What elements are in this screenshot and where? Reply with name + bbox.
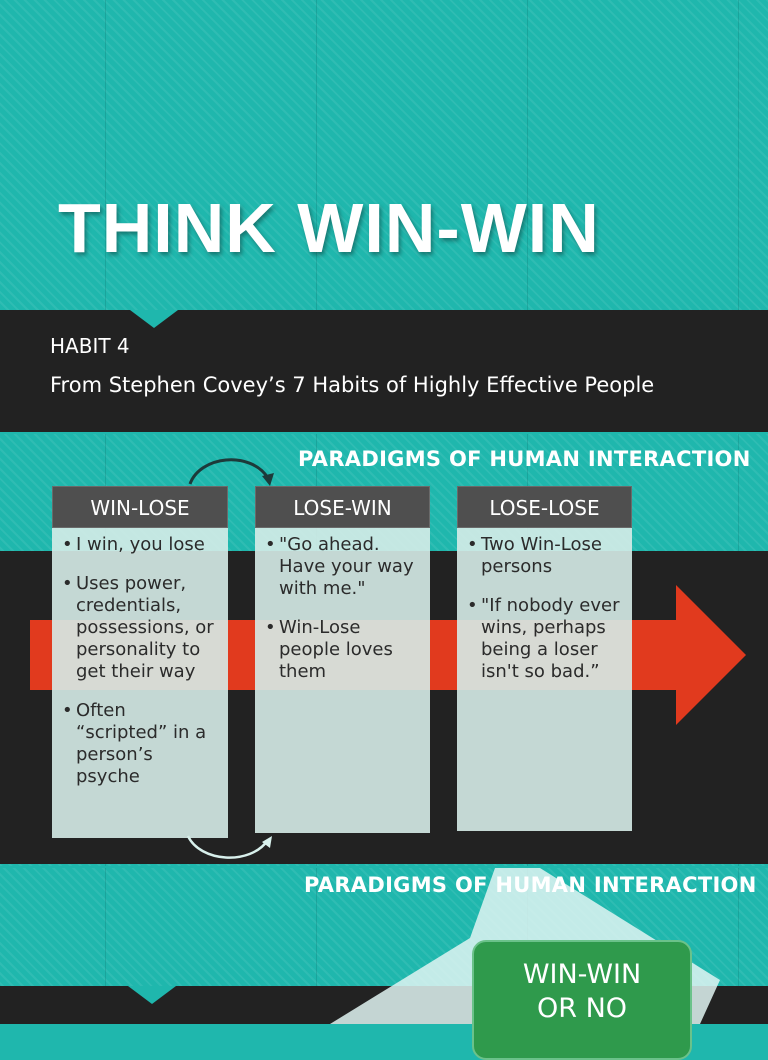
section-heading: PARADIGMS OF HUMAN INTERACTION [298,447,751,471]
section-heading: PARADIGMS OF HUMAN INTERACTION [304,873,757,897]
cycle-arrow-icon [186,835,272,859]
box-line: WIN-WIN [522,959,642,990]
band-notch [130,310,178,328]
card-body: I win, you lose Uses power, credentials,… [52,528,228,838]
list-item: Uses power, credentials, possessions, or… [62,573,222,683]
list-item: I win, you lose [62,534,222,556]
win-win-box: WIN-WIN OR NO [472,940,692,1060]
divider [738,0,739,432]
divider [105,868,106,1024]
card-body: "Go ahead. Have your way with me." Win-L… [255,528,430,833]
source-text: From Stephen Covey’s 7 Habits of Highly … [50,373,655,397]
band-notch [128,986,176,1004]
list-item: Often “scripted” in a person’s psyche [62,700,222,788]
card-title: LOSE-WIN [255,486,430,528]
card-title: WIN-LOSE [52,486,228,528]
list-item: Win-Lose people loves them [265,617,424,683]
paradigm-card-lose-lose: LOSE-LOSE Two Win-Lose persons "If nobod… [457,486,632,831]
paradigm-card-win-lose: WIN-LOSE I win, you lose Uses power, cre… [52,486,228,838]
list-item: Two Win-Lose persons [467,534,626,578]
divider [316,868,317,1024]
list-item: "If nobody ever wins, perhaps being a lo… [467,595,626,683]
divider [527,0,528,432]
card-title: LOSE-LOSE [457,486,632,528]
subtitle-band [0,310,768,432]
arrow-head [676,585,746,725]
card-body: Two Win-Lose persons "If nobody ever win… [457,528,632,831]
divider [316,0,317,432]
list-item: "Go ahead. Have your way with me." [265,534,424,600]
paradigm-card-lose-win: LOSE-WIN "Go ahead. Have your way with m… [255,486,430,833]
box-line: OR NO [536,993,628,1024]
divider [105,0,106,432]
divider [738,868,739,1024]
cycle-arrow-icon [188,458,274,486]
slide-title: THINK WIN-WIN [58,189,600,267]
habit-label: HABIT 4 [50,334,130,358]
